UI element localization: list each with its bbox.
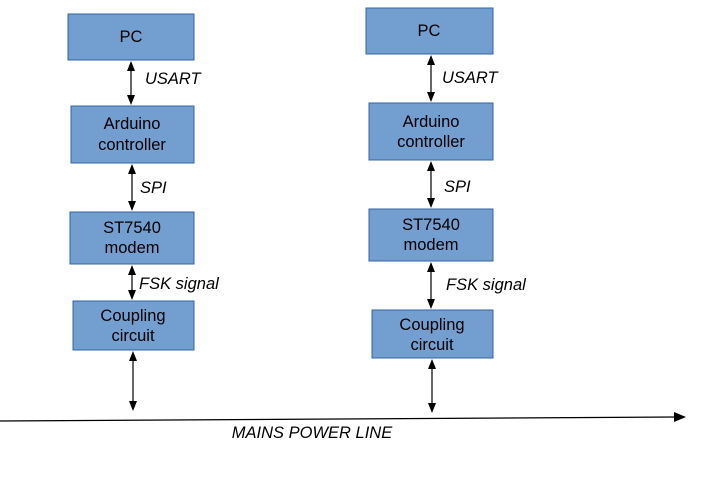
node-1-pc-label: PC bbox=[120, 28, 143, 46]
node-1-spi-label: SPI bbox=[140, 179, 167, 197]
node-1-usart-arrow bbox=[127, 61, 135, 105]
node-2-line-arrow bbox=[428, 359, 436, 413]
node-1-arduino-block: Arduino controller bbox=[70, 105, 195, 164]
node-1-coupling-label-line1: Coupling bbox=[100, 307, 165, 325]
node-1-modem-label-line2: modem bbox=[104, 239, 159, 257]
node-1-spi-arrow bbox=[128, 164, 136, 211]
node-2-coupling-label-line1: Coupling bbox=[399, 316, 464, 334]
node-2-usart-arrow bbox=[427, 55, 435, 102]
node-1-fsk-label: FSK signal bbox=[139, 275, 220, 293]
node-1-line-arrow bbox=[129, 351, 137, 411]
node-2-modem-label-line2: modem bbox=[403, 236, 458, 254]
node-1-fsk-arrow bbox=[128, 265, 136, 300]
node-2: PC Arduino controller ST7540 modem Coupl… bbox=[365, 7, 527, 413]
node-2-fsk-arrow bbox=[427, 262, 435, 309]
node-2-pc-block: PC bbox=[365, 7, 494, 55]
mains-power-line-label: MAINS POWER LINE bbox=[232, 424, 393, 442]
node-2-fsk-label: FSK signal bbox=[446, 276, 527, 294]
node-1-modem-block: ST7540 modem bbox=[69, 211, 195, 265]
node-2-coupling-label-line2: circuit bbox=[410, 336, 454, 354]
node-2-usart-label: USART bbox=[442, 69, 500, 87]
node-2-spi-arrow bbox=[427, 161, 435, 208]
node-2-arduino-label-line1: Arduino bbox=[403, 113, 460, 131]
mains-power-line-arrow bbox=[0, 412, 686, 422]
node-1: PC Arduino controller ST7540 modem Coupl… bbox=[67, 13, 220, 411]
node-2-arduino-block: Arduino controller bbox=[368, 102, 494, 161]
node-2-spi-label: SPI bbox=[444, 178, 471, 196]
node-1-usart-label: USART bbox=[145, 70, 203, 88]
node-1-modem-label-line1: ST7540 bbox=[103, 219, 161, 237]
node-2-coupling-block: Coupling circuit bbox=[371, 309, 494, 359]
node-1-arduino-label-line1: Arduino bbox=[104, 115, 161, 133]
node-1-pc-block: PC bbox=[67, 13, 195, 61]
node-2-modem-label-line1: ST7540 bbox=[402, 216, 460, 234]
node-2-pc-label: PC bbox=[418, 22, 441, 40]
node-1-coupling-label-line2: circuit bbox=[111, 327, 155, 345]
node-1-coupling-block: Coupling circuit bbox=[72, 300, 195, 351]
node-1-arduino-label-line2: controller bbox=[98, 136, 166, 154]
node-2-arduino-label-line2: controller bbox=[397, 133, 465, 151]
node-2-modem-block: ST7540 modem bbox=[368, 208, 494, 262]
